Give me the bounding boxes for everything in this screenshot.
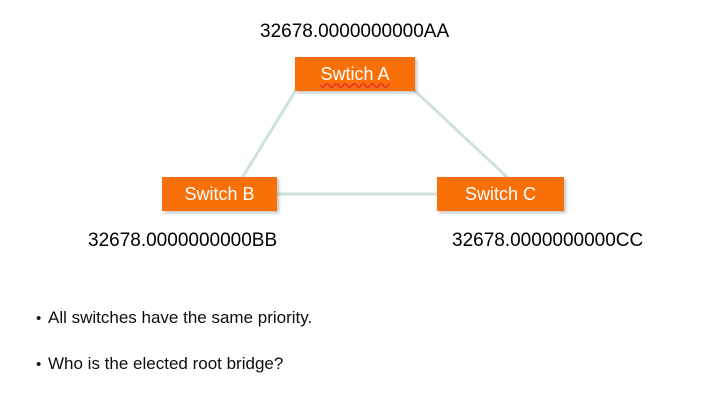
- bridge-id-switch-c: 32678.0000000000CC: [452, 230, 644, 251]
- bullet-item-1: • All switches have the same priority.: [36, 308, 656, 328]
- switch-node-a-label: Swtich A: [320, 64, 390, 84]
- bullet-list: • All switches have the same priority. •…: [36, 308, 656, 399]
- link-switch-a-switch-c: [412, 88, 510, 180]
- switch-node-c-label: Switch C: [464, 184, 536, 204]
- bullet-marker-icon: •: [36, 355, 42, 373]
- link-switch-a-switch-b: [240, 89, 298, 179]
- bullet-item-1-text: All switches have the same priority.: [48, 308, 313, 327]
- switch-node-c[interactable]: Switch C: [437, 177, 564, 211]
- switch-node-b[interactable]: Switch B: [162, 177, 277, 211]
- bullet-item-2-text: Who is the elected root bridge?: [48, 353, 284, 373]
- switch-node-b-label: Switch B: [184, 184, 255, 204]
- bridge-id-switch-a: 32678.0000000000AA: [260, 21, 450, 42]
- switch-node-a[interactable]: Swtich A: [295, 57, 415, 91]
- bullet-marker-icon: •: [36, 310, 42, 327]
- bullet-item-2: • Who is the elected root bridge?: [36, 354, 656, 374]
- bridge-id-switch-b: 32678.0000000000BB: [88, 230, 278, 251]
